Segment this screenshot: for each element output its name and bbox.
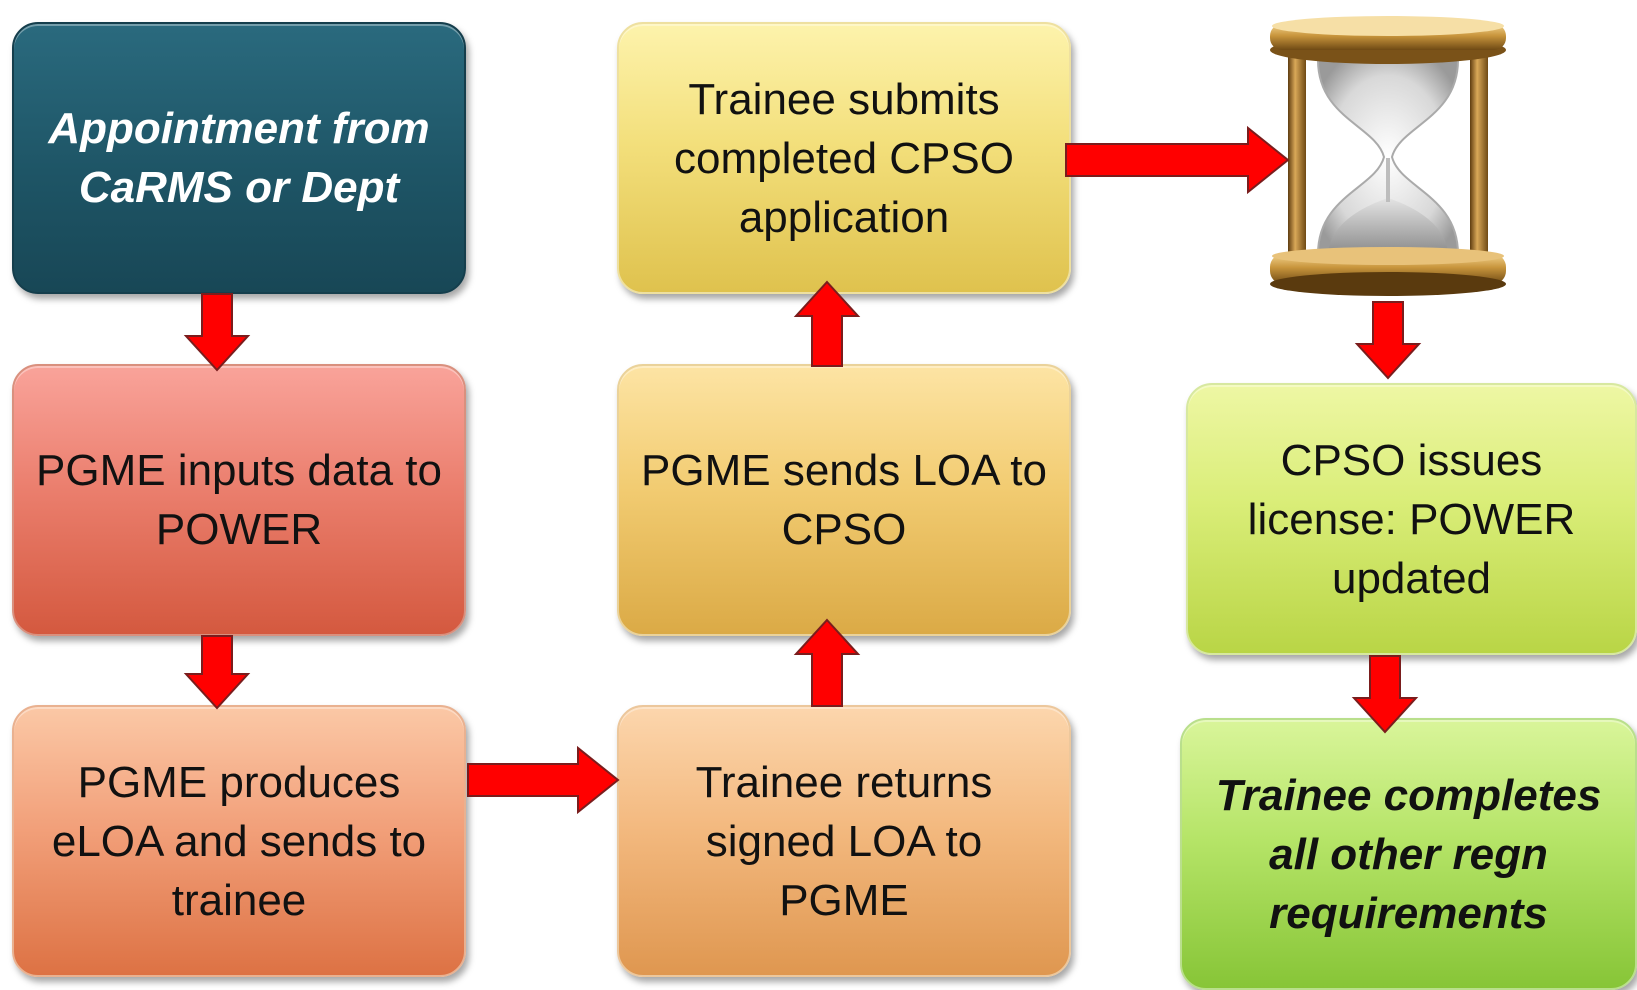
step-cpso-issues-label: CPSO issues license: POWER updated — [1247, 435, 1576, 603]
arrow-icon — [1065, 125, 1290, 195]
step-appointment-box: Appointment from CaRMS or Dept — [12, 22, 466, 294]
arrow-icon — [183, 635, 251, 710]
step-trainee-completes-label: Trainee completes all other regn require… — [1215, 770, 1602, 938]
step-pgme-produces-box: PGME produces eLOA and sends to trainee — [12, 705, 466, 977]
arrow-icon — [793, 280, 861, 367]
step-trainee-submits-box: Trainee submits completed CPSO applicati… — [617, 22, 1071, 294]
arrow-icon — [467, 745, 620, 815]
step-pgme-inputs-label: PGME inputs data to POWER — [36, 446, 442, 554]
arrow-icon — [1354, 301, 1422, 380]
arrow-icon — [793, 618, 861, 707]
step-trainee-completes-box: Trainee completes all other regn require… — [1180, 718, 1637, 990]
hourglass-icon — [1270, 16, 1506, 296]
step-trainee-submits-label: Trainee submits completed CPSO applicati… — [674, 74, 1014, 242]
step-pgme-produces-label: PGME produces eLOA and sends to trainee — [51, 757, 427, 925]
step-pgme-inputs-box: PGME inputs data to POWER — [12, 364, 466, 636]
step-pgme-sends-label: PGME sends LOA to CPSO — [641, 446, 1047, 554]
arrow-icon — [183, 293, 251, 372]
step-appointment-label: Appointment from CaRMS or Dept — [48, 104, 430, 212]
step-pgme-sends-box: PGME sends LOA to CPSO — [617, 364, 1071, 636]
step-cpso-issues-box: CPSO issues license: POWER updated — [1186, 383, 1637, 655]
step-trainee-returns-label: Trainee returns signed LOA to PGME — [695, 757, 993, 925]
arrow-icon — [1351, 655, 1419, 734]
step-trainee-returns-box: Trainee returns signed LOA to PGME — [617, 705, 1071, 977]
